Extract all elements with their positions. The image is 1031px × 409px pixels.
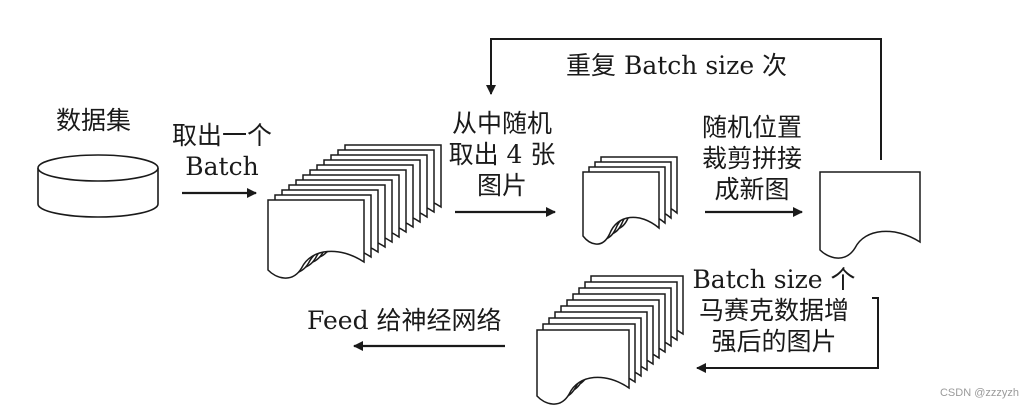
label-random-four-line1: 从中随机 — [451, 109, 552, 138]
label-take-batch-line2: Batch — [185, 152, 259, 181]
image-sheet-icon — [267, 199, 365, 279]
label-mosaic-batch-line3: 强后的图片 — [711, 327, 837, 356]
label-random-four: 从中随机 取出 4 张 图片 — [432, 108, 572, 201]
label-crop-stitch-line1: 随机位置 — [701, 113, 802, 142]
label-random-four-line3: 图片 — [476, 171, 527, 200]
repeat-loop-arrow — [486, 38, 882, 160]
label-mosaic-batch: Batch size 个 马赛克数据增 强后的图片 — [684, 264, 864, 357]
image-sheet-icon — [819, 171, 921, 259]
label-mosaic-batch-line2: 马赛克数据增 — [698, 296, 849, 325]
new-mosaic-image-icon — [819, 171, 921, 259]
label-repeat: 重复 Batch size 次 — [566, 51, 788, 80]
four-images-stack-icon — [582, 156, 678, 245]
mosaic-batch-stack-icon — [536, 275, 684, 405]
label-crop-stitch: 随机位置 裁剪拼接 成新图 — [682, 112, 822, 205]
dataset-cylinder-icon — [37, 154, 159, 218]
label-crop-stitch-line3: 成新图 — [714, 175, 790, 204]
label-mosaic-batch-line1: Batch size 个 — [692, 265, 856, 294]
label-random-four-line2: 取出 4 张 — [448, 140, 556, 169]
label-feed-network: Feed 给神经网络 — [307, 306, 502, 335]
image-sheet-icon — [582, 171, 660, 245]
watermark: CSDN @zzzyzh — [939, 387, 1019, 399]
batch-image-stack-icon — [267, 144, 442, 279]
label-take-batch: 取出一个 Batch — [160, 120, 284, 182]
image-sheet-icon — [536, 329, 630, 405]
label-dataset: 数据集 — [56, 106, 132, 135]
label-take-batch-line1: 取出一个 — [171, 121, 272, 150]
label-crop-stitch-line2: 裁剪拼接 — [701, 144, 802, 173]
arrow-to-mosaic-batch — [696, 297, 879, 373]
